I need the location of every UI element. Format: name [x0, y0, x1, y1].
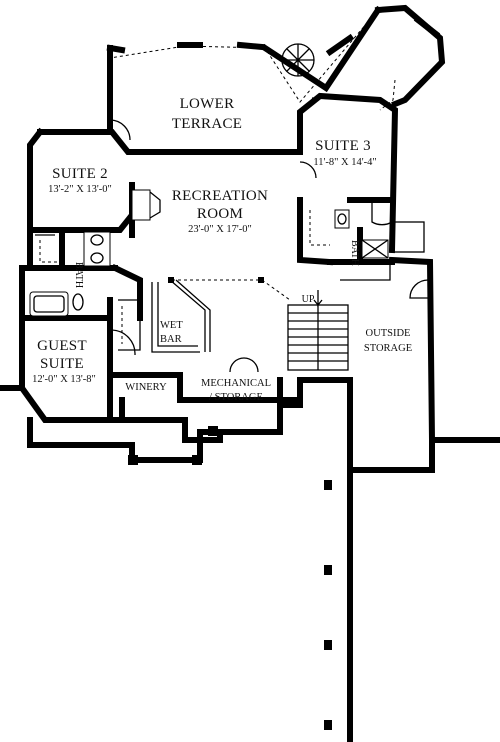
outside-storage-label-2: STORAGE: [364, 343, 412, 354]
suite2-label: SUITE 2: [52, 166, 108, 182]
mechanical-label-2: / STORAGE: [209, 392, 263, 403]
guest-suite-label-1: GUEST: [37, 338, 87, 354]
mechanical-label-1: MECHANICAL: [201, 378, 271, 389]
stair-up-label: UP: [302, 294, 315, 305]
suite3-label: SUITE 3: [315, 138, 371, 154]
guest-suite-dims: 12'-0" X 13'-8": [32, 374, 96, 385]
tower-walls: [106, 4, 446, 135]
bath-right-label: BATH: [349, 240, 360, 266]
wet-bar-label-1: WET: [160, 320, 183, 331]
wet-bar-label-2: BAR: [160, 334, 182, 345]
recreation-label-1: RECREATION: [172, 188, 268, 204]
lower-structure: [128, 377, 353, 742]
winery-label: WINERY: [125, 382, 167, 393]
bath-left-label: BATH: [73, 262, 84, 288]
room-labels: LOWER TERRACE SUITE 2 13'-2" X 13'-0" SU…: [32, 96, 412, 403]
recreation-label-2: ROOM: [197, 206, 243, 222]
lower-terrace-label-2: TERRACE: [172, 116, 242, 132]
guest-suite-label-2: SUITE: [40, 356, 84, 372]
suite3-dims: 11'-8" X 14'-4": [313, 157, 376, 168]
outside-storage-label-1: OUTSIDE: [366, 328, 411, 339]
recreation-dims: 23'-0" X 17'-0": [188, 224, 252, 235]
lower-terrace-outline: [109, 9, 396, 132]
stair: [287, 290, 349, 371]
lower-terrace-label-1: LOWER: [180, 96, 235, 112]
suite2-dims: 13'-2" X 13'-0": [48, 184, 112, 195]
fixtures: [19, 97, 432, 373]
